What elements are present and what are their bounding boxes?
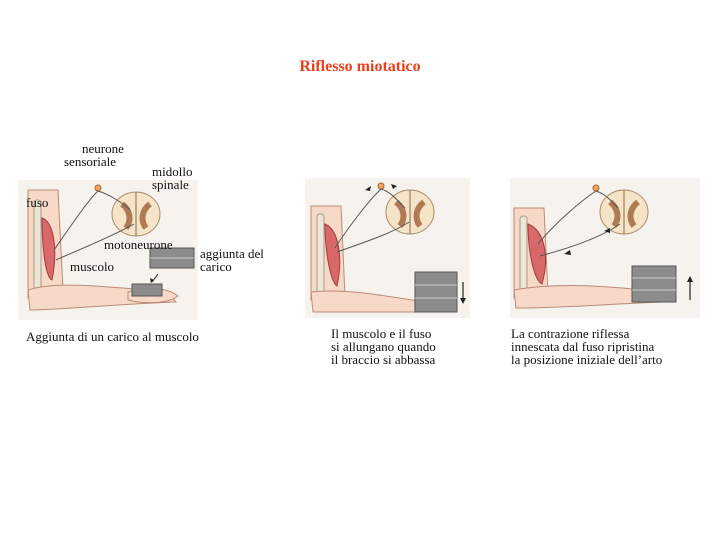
panel-reflex-restores bbox=[510, 178, 700, 318]
label-aggiunta-2: carico bbox=[200, 259, 232, 274]
page-title: Riflesso miotatico bbox=[299, 58, 421, 75]
panel-arm-lowers bbox=[305, 178, 470, 318]
arm-illustration-2 bbox=[305, 178, 470, 318]
label-fuso: fuso bbox=[26, 195, 49, 210]
label-muscolo: muscolo bbox=[70, 259, 115, 274]
caption-panel-2-line-2: si allungano quando bbox=[331, 339, 436, 354]
arm-illustration-3 bbox=[510, 178, 700, 318]
label-midollo-2: spinale bbox=[152, 177, 189, 192]
caption-panel-1: Aggiunta di un carico al muscolo bbox=[26, 329, 199, 344]
arm-illustration-1 bbox=[18, 180, 198, 320]
caption-panel-3-line-2: innescata dal fuso ripristina bbox=[511, 339, 655, 354]
caption-panel-2-line-3: il braccio si abbassa bbox=[331, 352, 436, 367]
label-neurone-sensoriale-1: neurone bbox=[82, 141, 124, 156]
label-neurone-sensoriale-2: sensoriale bbox=[64, 154, 116, 169]
caption-panel-3-line-3: la posizione iniziale dell’arto bbox=[511, 352, 663, 367]
label-motoneurone: motoneurone bbox=[104, 237, 173, 252]
caption-panel-3-line-1: La contrazione riflessa bbox=[511, 326, 630, 341]
caption-panel-2-line-1: Il muscolo e il fuso bbox=[331, 326, 432, 341]
panel-add-load bbox=[18, 180, 198, 320]
label-aggiunta-1: aggiunta del bbox=[200, 246, 264, 261]
label-midollo-1: midollo bbox=[152, 164, 193, 179]
